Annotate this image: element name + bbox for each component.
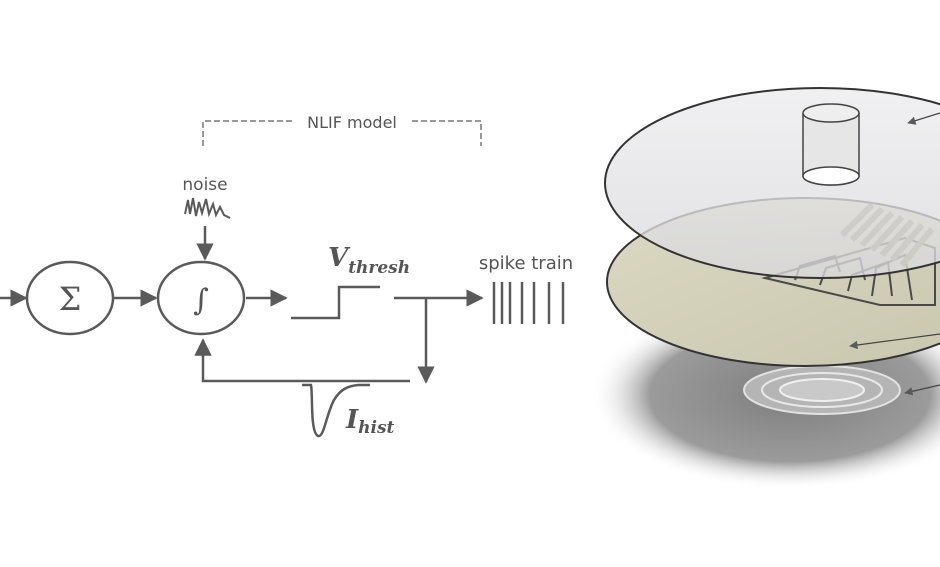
base-pointer — [904, 384, 940, 396]
base-electrode-inner — [779, 378, 865, 402]
nlif-model-label: NLIF model — [307, 113, 397, 132]
ihist-label: Ihist — [345, 405, 395, 438]
noise-label: noise — [182, 175, 227, 195]
vthresh-label: Vthresh — [328, 243, 410, 278]
device-illustration — [590, 87, 940, 490]
vthresh-subscript: thresh — [348, 258, 410, 278]
vthresh-base: V — [328, 243, 351, 273]
base-electrode-mid — [761, 372, 883, 408]
noise-waveform — [184, 197, 231, 219]
ihist-base: I — [345, 405, 359, 435]
nlif-bracket — [202, 120, 482, 146]
upper-pointer — [907, 112, 940, 125]
feedback-path — [194, 338, 300, 383]
ihist-subscript: hist — [358, 418, 394, 438]
middle-pointer — [849, 333, 940, 350]
summation-symbol: Σ — [59, 280, 82, 318]
spike-train-label: spike train — [479, 253, 573, 274]
threshold-step — [291, 285, 380, 320]
cylinder — [802, 103, 860, 186]
integrator-node — [156, 260, 246, 336]
nlif-block-diagram: NLIF model Σ ∫ noise Vthresh Ih — [0, 113, 573, 438]
spike-train — [492, 282, 565, 324]
integrator-symbol: ∫ — [193, 283, 209, 318]
ihist-waveform — [302, 383, 370, 438]
summation-node — [25, 260, 115, 336]
